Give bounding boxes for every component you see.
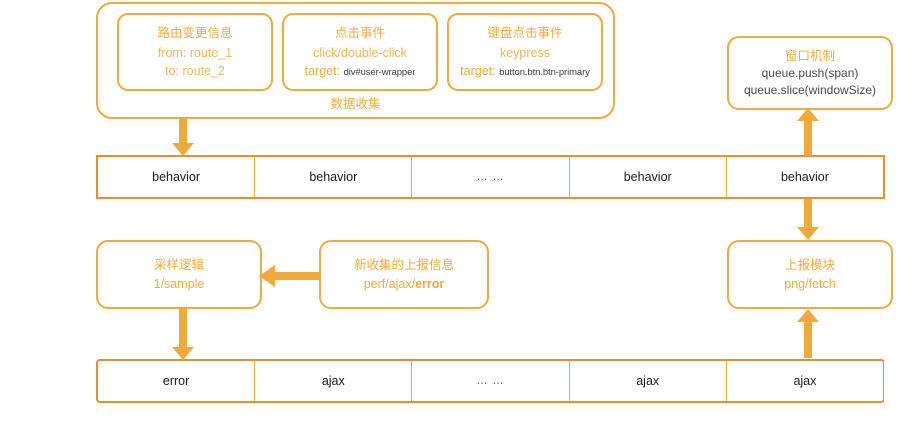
card-route-change-from: from: route_1 xyxy=(157,45,233,60)
sampling-logic-title: 采样逻辑 xyxy=(153,258,204,273)
behavior-cell-ellipsis: … … xyxy=(412,157,570,197)
new-report-info-kinds-error: error xyxy=(415,276,445,291)
card-click-event-target: target: div#user-wrapper xyxy=(305,62,416,80)
behavior-queue-strip: behavior behavior … … behavior behavior xyxy=(96,155,885,199)
new-report-info-box: 新收集的上报信息 perf/ajax/error xyxy=(319,240,489,309)
arrow-left-icon-newinfo-to-sample xyxy=(259,263,321,289)
window-mechanism-title: 窗口机制 xyxy=(784,48,835,63)
arrow-down-icon-behavior-to-report xyxy=(793,199,823,241)
behavior-cell: behavior xyxy=(570,157,727,197)
new-report-info-kinds-prefix: perf/ajax/ xyxy=(363,276,416,291)
arrow-up-icon-network-to-report xyxy=(793,309,823,359)
card-keyboard-event-types: keypress xyxy=(499,45,551,60)
card-click-event-target-value: div#user-wrapper xyxy=(343,67,416,79)
card-click-event: 点击事件 click/double-click target: div#user… xyxy=(282,13,438,91)
card-route-change-title: 路由变更信息 xyxy=(157,25,233,40)
card-keyboard-event-title: 键盘点击事件 xyxy=(487,25,563,40)
card-keyboard-event-target-key: target: xyxy=(460,64,496,79)
right-edge-overlay-lower xyxy=(884,403,917,428)
sampling-logic-box: 采样逻辑 1/sample xyxy=(96,240,262,309)
arrow-down-icon-sample-to-network xyxy=(168,309,198,361)
data-collection-label: 数据收集 xyxy=(330,96,381,111)
network-queue-strip: error ajax … … ajax ajax xyxy=(96,359,885,403)
card-click-event-types: click/double-click xyxy=(313,45,407,60)
network-cell: error xyxy=(98,361,256,401)
window-mechanism-slice: queue.slice(windowSize) xyxy=(743,83,877,98)
card-route-change: 路由变更信息 from: route_1 to: route_2 xyxy=(117,13,273,91)
sampling-logic-rate: 1/sample xyxy=(153,276,205,291)
report-module-title: 上报模块 xyxy=(784,258,835,273)
card-keyboard-event: 键盘点击事件 keypress target: button.btn.btn-p… xyxy=(447,13,603,91)
behavior-cell: behavior xyxy=(98,157,256,197)
arrow-down-icon-collect-to-behavior xyxy=(168,117,198,157)
report-module-box: 上报模块 png/fetch xyxy=(727,240,893,309)
network-cell: ajax xyxy=(255,361,413,401)
card-click-event-title: 点击事件 xyxy=(334,25,385,40)
behavior-cell: behavior xyxy=(780,170,829,184)
card-keyboard-event-target-value: button.btn.btn-primary xyxy=(499,67,590,79)
network-cell: ajax xyxy=(570,361,727,401)
network-cell: ajax xyxy=(793,374,817,388)
network-cell-ellipsis: … … xyxy=(412,361,570,401)
new-report-info-title: 新收集的上报信息 xyxy=(353,258,454,273)
arrow-up-icon-behavior-to-window xyxy=(793,108,823,157)
window-mechanism-box: 窗口机制 queue.push(span) queue.slice(window… xyxy=(727,36,893,110)
window-mechanism-push: queue.push(span) xyxy=(761,65,859,80)
report-module-transports: png/fetch xyxy=(784,276,836,291)
behavior-cell: behavior xyxy=(255,157,413,197)
card-keyboard-event-target: target: button.btn.btn-primary xyxy=(460,62,590,80)
card-route-change-to: to: route_2 xyxy=(165,64,225,79)
new-report-info-kinds: perf/ajax/error xyxy=(364,275,445,293)
card-click-event-target-key: target: xyxy=(304,64,341,79)
